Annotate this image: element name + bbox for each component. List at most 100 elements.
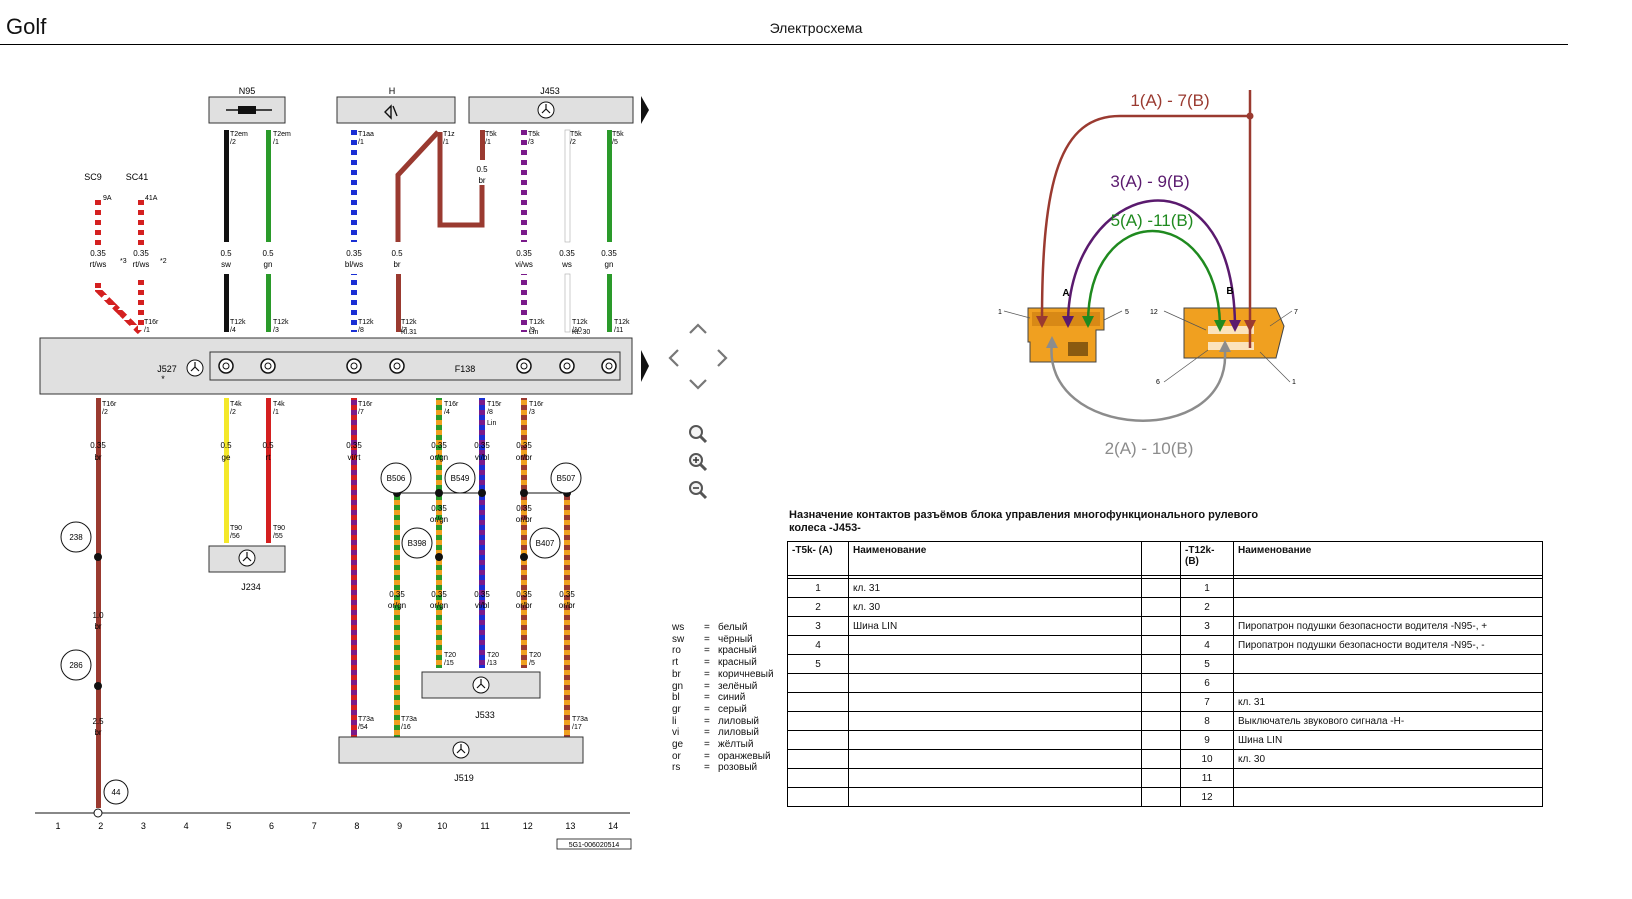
splice-point <box>435 553 443 561</box>
pin-label: T20 <box>529 652 541 659</box>
pin-label: T5k <box>485 131 497 138</box>
wire-gn <box>266 130 271 242</box>
legend-row: gr=серый <box>672 704 774 716</box>
legend-row: ws=белый <box>672 622 774 634</box>
wire-color: ge <box>222 453 231 462</box>
label-f138: F138 <box>455 364 476 374</box>
pin-label: T4k <box>273 401 285 408</box>
cell-spacer <box>1141 768 1181 788</box>
pin-label: /10 <box>572 327 582 334</box>
pin-label: T12k <box>358 319 374 326</box>
label-j519: J519 <box>454 773 474 783</box>
grid-number: 11 <box>480 821 489 831</box>
connector-diagram: 1(A) - 7(B) 3(A) - 9(B) 5(A) -11(B) 2(A)… <box>998 90 1298 458</box>
legend-equals: = <box>704 692 710 704</box>
doc-id: 5G1-006020514 <box>569 842 620 849</box>
cell-spacer <box>1141 578 1181 598</box>
cell-b: 2 <box>1180 597 1234 617</box>
pin-label: /2 <box>230 409 236 416</box>
pin-extra-lin: Lin <box>529 329 538 336</box>
wiring-schematic: N95 H J453 SC9 SC41 J527 * F138 J234 <box>35 86 649 850</box>
pin-label: /1 <box>144 327 150 334</box>
splice-point <box>94 682 102 690</box>
bus-terminal-inner <box>350 362 358 370</box>
pin-label: T12k <box>572 319 588 326</box>
cell-a: 3 <box>787 616 849 636</box>
pan-down-icon[interactable] <box>689 379 707 390</box>
wire-viws <box>521 130 527 242</box>
pin-label: /7 <box>358 409 364 416</box>
wire-sw <box>224 130 229 242</box>
splice-point <box>520 553 528 561</box>
legend-code: bl <box>672 692 680 704</box>
marker-n44 <box>103 779 129 805</box>
wire-color: br <box>94 728 101 737</box>
link-5-11 <box>1086 229 1222 325</box>
col-b-header: -T12k- (B) <box>1180 541 1234 576</box>
cell-spacer <box>1141 635 1181 655</box>
wire-ws <box>564 129 571 243</box>
wire-size: 0.35 <box>516 504 532 513</box>
wire-color: or/gn <box>388 601 406 610</box>
legend-row: bl=синий <box>672 692 774 704</box>
pan-up-icon[interactable] <box>689 323 707 334</box>
pin-label: T12k <box>230 319 246 326</box>
legend-equals: = <box>704 622 710 633</box>
pin-label: /55 <box>273 533 283 540</box>
zoom-in-icon[interactable] <box>686 450 710 474</box>
cell-bn <box>1233 768 1543 788</box>
wire-orgn <box>436 398 442 668</box>
cell-b: 5 <box>1180 654 1234 674</box>
cell-spacer <box>1141 749 1181 769</box>
wire-color: or/br <box>516 515 533 524</box>
wire-color: vi/ws <box>515 260 533 269</box>
pin-label: T73a <box>358 716 374 723</box>
pin-labels-mid: T16r/1T12k/4T12k/3T12k/8T12k/7T12k/9T12k… <box>144 319 630 334</box>
legend-row: li=лиловый <box>672 716 774 728</box>
pin-labels-top: T2em/2T2em/1T1aa/1T1z/1T5k/1T5k/3T5k/2T5… <box>103 131 624 202</box>
plug-pin-label: 1 <box>1292 379 1296 386</box>
control-unit-icon <box>186 359 204 377</box>
wire-mark-3: *3 <box>120 258 127 265</box>
cell-a: 5 <box>787 654 849 674</box>
wire-color: br <box>393 260 400 269</box>
component-f138 <box>209 351 621 381</box>
pin-extra-lin-2: Lin <box>487 420 496 427</box>
grid-number: 10 <box>437 821 447 831</box>
pin-label: /5 <box>612 139 618 146</box>
pin-label: T1aa <box>358 131 374 138</box>
component-j453 <box>468 96 634 124</box>
wire-rt <box>266 398 271 543</box>
legend-equals: = <box>704 645 710 657</box>
plug-a-label: A <box>1062 288 1069 299</box>
pin-label: T12k <box>529 319 545 326</box>
pin-label: T5k <box>528 131 540 138</box>
cell-an: Шина LIN <box>848 616 1142 636</box>
pin-label: /1 <box>273 139 279 146</box>
legend-color-name: лиловый <box>718 727 760 739</box>
doc-id-box <box>556 838 632 850</box>
col-name-header: Наименование <box>848 541 1142 576</box>
legend-row: br=коричневый <box>672 669 774 681</box>
wire-mark-2: *2 <box>160 258 167 265</box>
cell-a: 4 <box>787 635 849 655</box>
label-j527-star: * <box>161 374 165 384</box>
pin-labels-low: T90/56T90/55T73a/54T73a/16T20/15T20/13T2… <box>230 525 588 731</box>
bus-terminal <box>601 358 617 374</box>
zoom-fit-icon[interactable] <box>686 422 710 446</box>
cell-a: 1 <box>787 578 849 598</box>
cell-spacer <box>1141 597 1181 617</box>
legend-equals: = <box>704 703 710 715</box>
link-label-5-11: 5(A) -11(B) <box>1111 211 1194 230</box>
marker-b549 <box>444 462 476 494</box>
pan-left-icon[interactable] <box>668 349 679 367</box>
pan-right-icon[interactable] <box>717 349 728 367</box>
legend-color-name: лиловый <box>718 715 760 727</box>
col-spacer-header <box>1141 541 1181 576</box>
plug-pin-label: 12 <box>1150 309 1158 316</box>
wire-size: 2.5 <box>92 717 104 726</box>
zoom-out-icon[interactable] <box>686 478 710 502</box>
